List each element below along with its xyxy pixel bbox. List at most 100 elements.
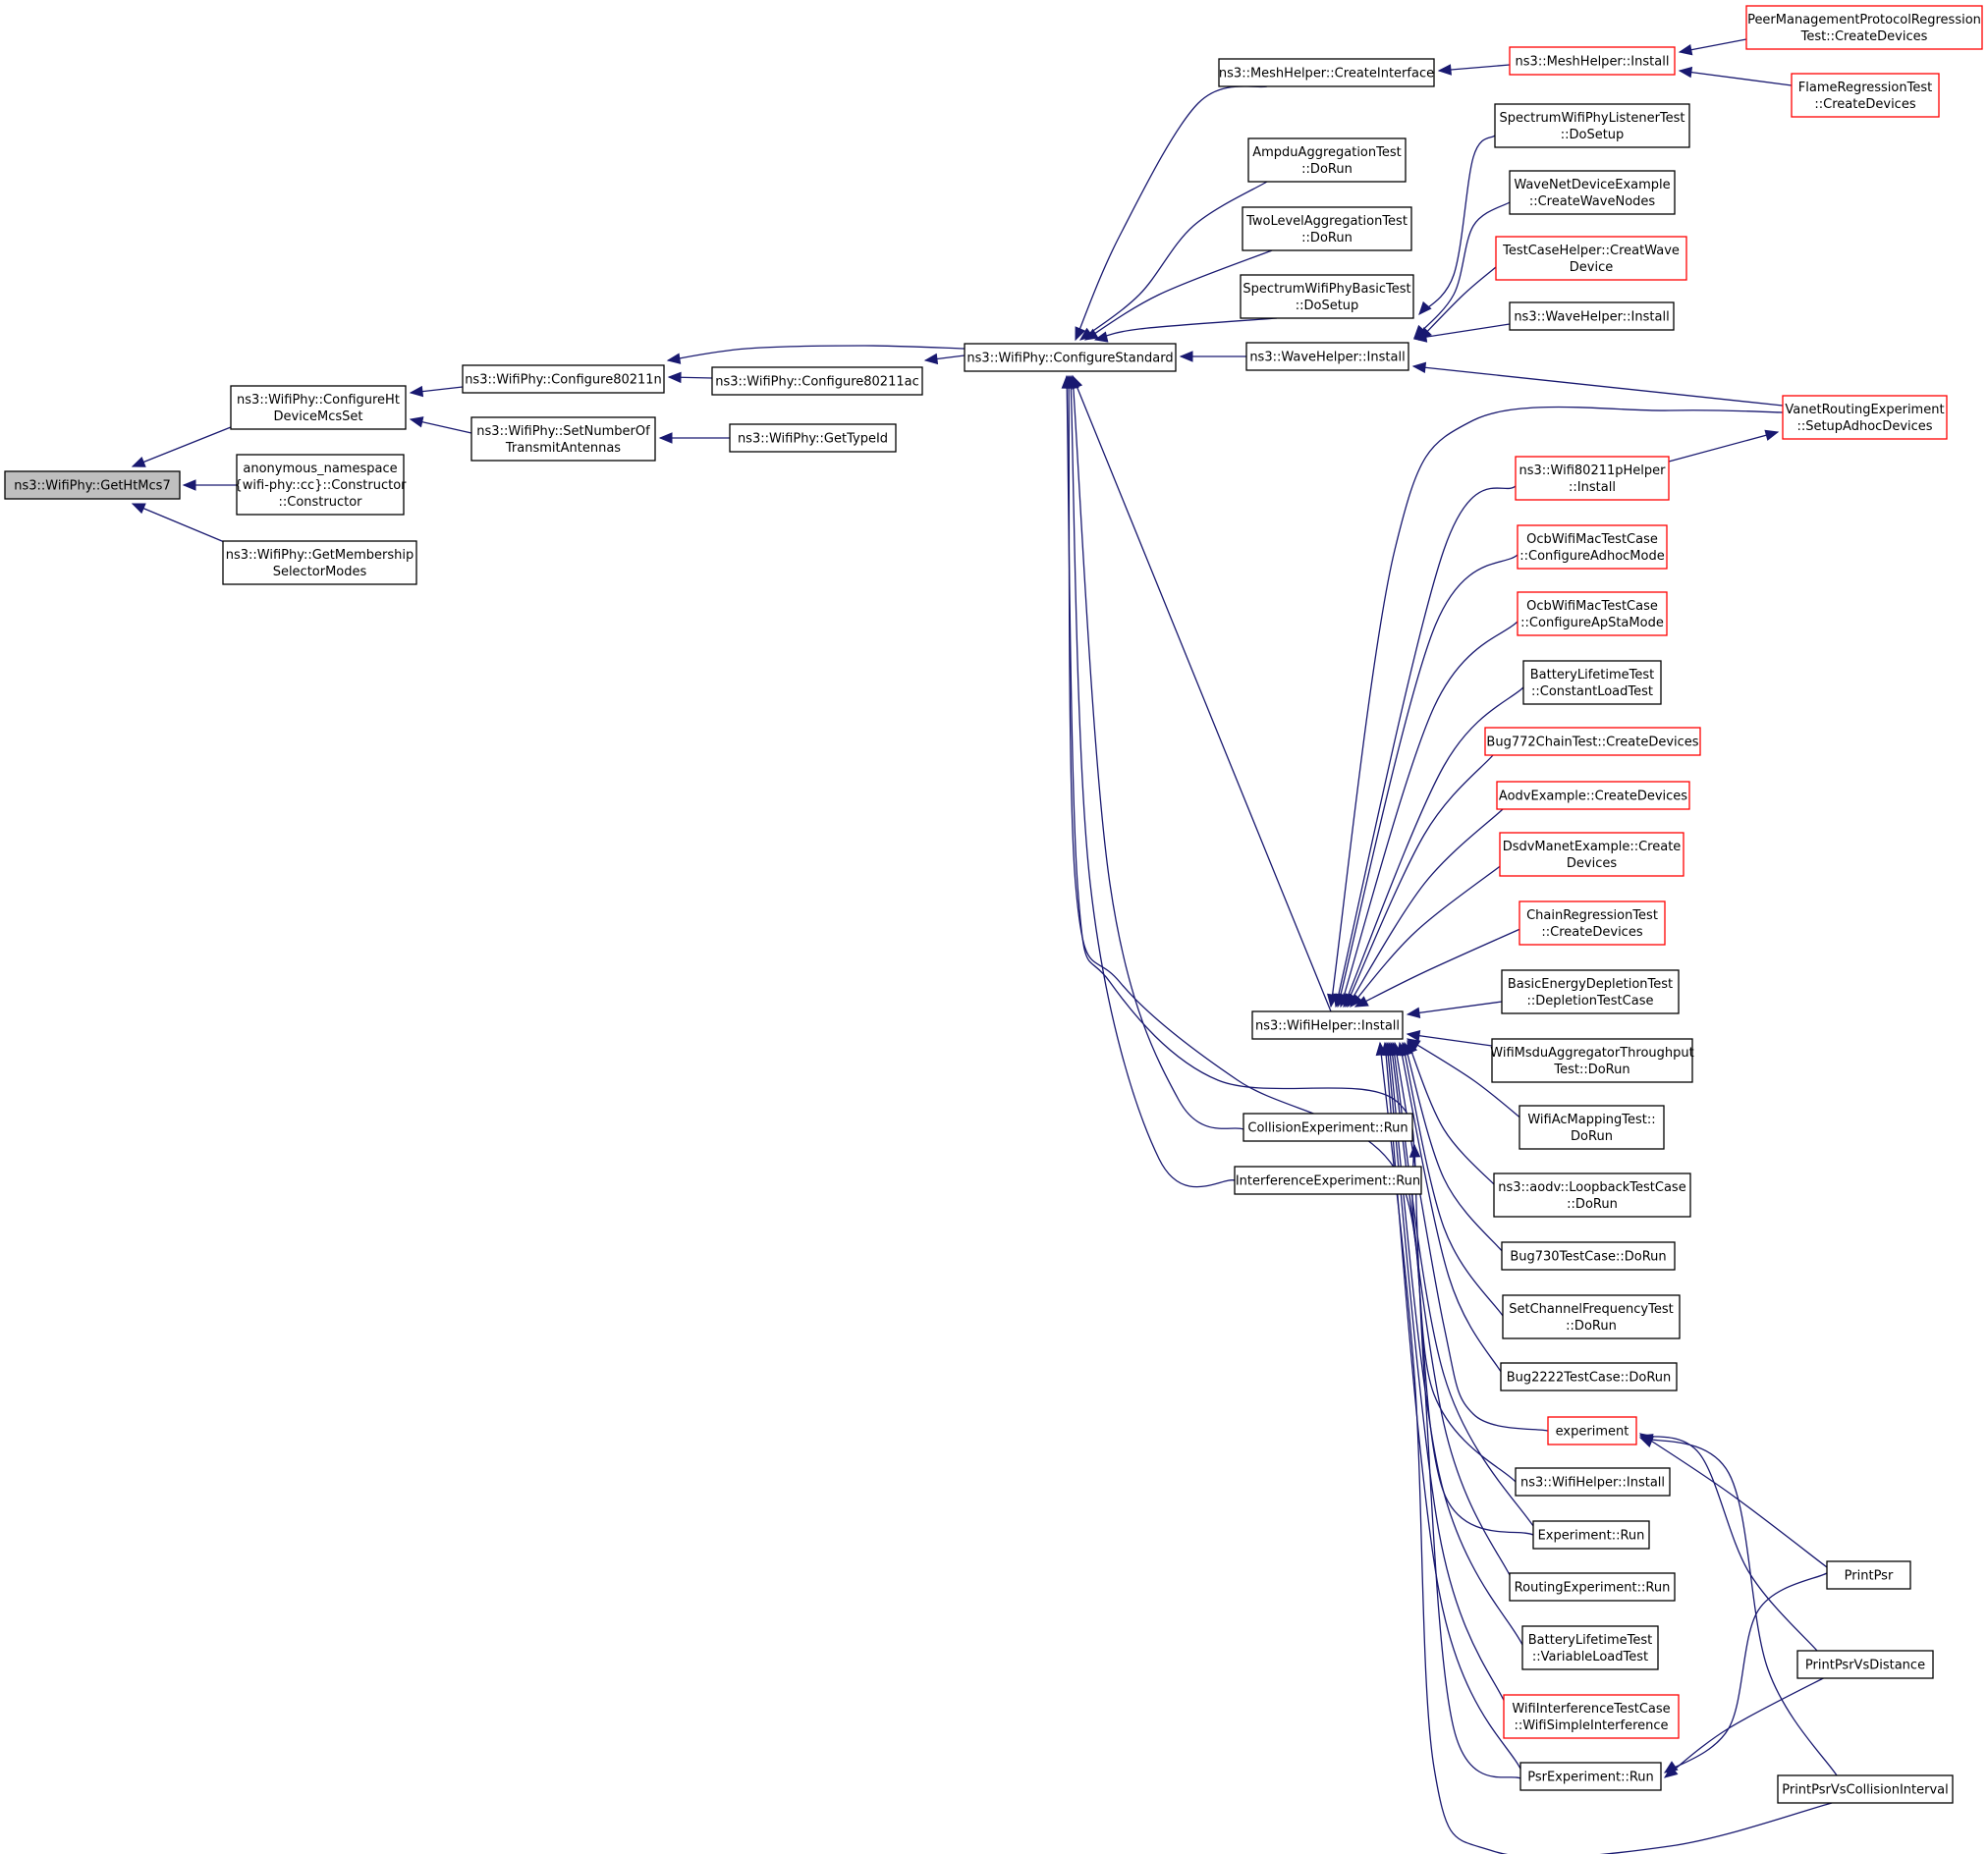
node-box bbox=[1745, 5, 1983, 50]
node-label: ns3::WifiPhy::GetMembership bbox=[226, 548, 414, 563]
node-vanet[interactable]: VanetRoutingExperiment::SetupAdhocDevice… bbox=[1782, 395, 1948, 440]
node-bug730[interactable]: Bug730TestCase::DoRun bbox=[1501, 1241, 1676, 1271]
edge-printpsrdist-to-psrexp bbox=[1663, 1670, 1838, 1778]
edge-arrowhead bbox=[667, 371, 682, 384]
node-wifiinterf[interactable]: WifiInterferenceTestCase::WifiSimpleInte… bbox=[1503, 1694, 1680, 1739]
node-specbasic[interactable]: SpectrumWifiPhyBasicTest::DoSetup bbox=[1240, 274, 1414, 319]
node-box bbox=[1247, 137, 1407, 183]
edge-arrowhead bbox=[1412, 331, 1428, 343]
node-batvar[interactable]: BatteryLifetimeTest::VariableLoadTest bbox=[1521, 1625, 1659, 1670]
edge-arrowhead bbox=[1678, 43, 1693, 56]
edge-line bbox=[1350, 863, 1504, 1008]
node-interference[interactable]: InterferenceExperiment::Run bbox=[1234, 1166, 1422, 1195]
node-box bbox=[1502, 1294, 1681, 1339]
edge-arrowhead bbox=[1083, 328, 1099, 341]
node-gethtmcs7[interactable]: ns3::WifiPhy::GetHtMcs7 bbox=[4, 470, 181, 500]
node-wifihelper[interactable]: ns3::WifiHelper::Install bbox=[1251, 1010, 1404, 1040]
node-experiment[interactable]: experiment bbox=[1547, 1416, 1637, 1445]
node-ocbadhoc[interactable]: OcbWifiMacTestCase::ConfigureAdhocMode bbox=[1517, 524, 1668, 570]
node-printpsr[interactable]: PrintPsr bbox=[1826, 1560, 1911, 1590]
node-label: ns3::WifiPhy::GetTypeId bbox=[738, 432, 888, 447]
edge-line bbox=[1345, 754, 1494, 1008]
node-box bbox=[1495, 236, 1687, 281]
edge-arrowhead bbox=[1764, 429, 1780, 441]
node-label: Bug730TestCase::DoRun bbox=[1510, 1250, 1666, 1265]
edge-collision-to-confstd bbox=[1068, 374, 1244, 1130]
node-box bbox=[1240, 274, 1414, 319]
node-label: DsdvManetExample::Create bbox=[1503, 840, 1682, 854]
node-flame[interactable]: FlameRegressionTest::CreateDevices bbox=[1791, 73, 1940, 118]
node-label: ::CreateWaveNodes bbox=[1529, 194, 1656, 209]
node-loopback[interactable]: ns3::aodv::LoopbackTestCase::DoRun bbox=[1493, 1172, 1691, 1218]
node-wifi80211p[interactable]: ns3::Wifi80211pHelper::Install bbox=[1515, 456, 1670, 501]
node-label: ::Install bbox=[1569, 480, 1616, 495]
node-setchannel[interactable]: SetChannelFrequencyTest::DoRun bbox=[1502, 1294, 1681, 1339]
node-confstd[interactable]: ns3::WifiPhy::ConfigureStandard bbox=[964, 343, 1177, 372]
edge-gettypeid-to-setnumtx bbox=[658, 432, 730, 444]
node-label: ns3::WifiPhy::Configure80211n bbox=[465, 373, 662, 388]
edge-line bbox=[1407, 1033, 1493, 1047]
edge-printpsrcoll-to-wifihelper bbox=[1375, 1041, 1833, 1854]
node-label: PsrExperiment::Run bbox=[1527, 1771, 1654, 1785]
node-routingexp[interactable]: RoutingExperiment::Run bbox=[1509, 1572, 1676, 1602]
node-wavenet[interactable]: WaveNetDeviceExample::CreateWaveNodes bbox=[1509, 170, 1676, 215]
node-batconst[interactable]: BatteryLifetimeTest::ConstantLoadTest bbox=[1522, 660, 1662, 705]
node-label: OcbWifiMacTestCase bbox=[1526, 532, 1658, 547]
node-label: SetChannelFrequencyTest bbox=[1509, 1302, 1673, 1317]
edge-anon-to-gethtmcs7 bbox=[182, 479, 237, 491]
node-label: ns3::WifiHelper::Install bbox=[1255, 1019, 1400, 1034]
node-wavehelper2[interactable]: ns3::WaveHelper::Install bbox=[1509, 301, 1675, 331]
edge-arrowhead bbox=[658, 432, 673, 444]
node-wifihelper2[interactable]: ns3::WifiHelper::Install bbox=[1515, 1467, 1671, 1497]
edge-line bbox=[1413, 201, 1511, 339]
node-label: PrintPsrVsCollisionInterval bbox=[1782, 1783, 1949, 1798]
node-box bbox=[1245, 342, 1409, 371]
node-aodvex[interactable]: AodvExample::CreateDevices bbox=[1496, 781, 1690, 810]
node-setnumtx[interactable]: ns3::WifiPhy::SetNumberOfTransmitAntenna… bbox=[470, 416, 656, 462]
node-ampdu[interactable]: AmpduAggregationTest::DoRun bbox=[1247, 137, 1407, 183]
node-twolevel[interactable]: TwoLevelAggregationTest::DoRun bbox=[1242, 206, 1412, 251]
edge-vanet-to-wavehelper bbox=[1411, 361, 1784, 407]
edge-wavehelper-to-confstd bbox=[1179, 351, 1246, 362]
edge-line bbox=[1072, 375, 1332, 1012]
node-box bbox=[1509, 301, 1675, 331]
node-psrexp[interactable]: PsrExperiment::Run bbox=[1519, 1762, 1662, 1791]
node-collision[interactable]: CollisionExperiment::Run bbox=[1242, 1113, 1413, 1142]
node-peermgmt[interactable]: PeerManagementProtocolRegressionTest::Cr… bbox=[1745, 5, 1983, 50]
node-meshcreateif[interactable]: ns3::MeshHelper::CreateInterface bbox=[1218, 58, 1435, 87]
node-meshinstall[interactable]: ns3::MeshHelper::Install bbox=[1509, 46, 1676, 76]
edge-conf80211n-to-configureht bbox=[409, 385, 464, 398]
node-label: PrintPsrVsDistance bbox=[1805, 1659, 1925, 1673]
node-printpsrdist[interactable]: PrintPsrVsDistance bbox=[1796, 1650, 1934, 1679]
node-label: ns3::WifiPhy::Configure80211ac bbox=[715, 375, 918, 390]
edge-arrowhead bbox=[1375, 1041, 1387, 1057]
node-chainreg[interactable]: ChainRegressionTest::CreateDevices bbox=[1519, 900, 1666, 946]
node-box bbox=[1519, 900, 1666, 946]
node-bug2222[interactable]: Bug2222TestCase::DoRun bbox=[1500, 1362, 1678, 1391]
node-conf80211n[interactable]: ns3::WifiPhy::Configure80211n bbox=[462, 364, 665, 394]
edge-confstd-to-conf80211n bbox=[666, 345, 966, 364]
node-exprun[interactable]: Experiment::Run bbox=[1532, 1520, 1650, 1550]
node-basicenergy[interactable]: BasicEnergyDepletionTest::DepletionTestC… bbox=[1501, 969, 1680, 1014]
node-printpsrcoll[interactable]: PrintPsrVsCollisionInterval bbox=[1777, 1774, 1954, 1804]
node-wavehelper[interactable]: ns3::WaveHelper::Install bbox=[1245, 342, 1409, 371]
node-box bbox=[1496, 781, 1690, 810]
node-ocbapsta[interactable]: OcbWifiMacTestCase::ConfigureApStaMode bbox=[1517, 591, 1668, 636]
node-label: ns3::WifiHelper::Install bbox=[1520, 1476, 1665, 1491]
node-acmapping[interactable]: WifiAcMappingTest::DoRun bbox=[1519, 1105, 1665, 1150]
node-dsdv[interactable]: DsdvManetExample::CreateDevices bbox=[1499, 832, 1684, 877]
edge-specbasic-to-confstd bbox=[1093, 317, 1278, 343]
node-speclistener[interactable]: SpectrumWifiPhyListenerTest::DoSetup bbox=[1494, 103, 1690, 148]
node-box bbox=[1494, 103, 1690, 148]
node-label: ChainRegressionTest bbox=[1526, 908, 1658, 923]
node-gettypeid[interactable]: ns3::WifiPhy::GetTypeId bbox=[729, 423, 897, 453]
node-anon[interactable]: anonymous_namespace{wifi-phy::cc}::Const… bbox=[235, 454, 408, 516]
edge-arrowhead bbox=[182, 479, 196, 491]
node-box bbox=[1519, 1762, 1662, 1791]
node-bug772[interactable]: Bug772ChainTest::CreateDevices bbox=[1484, 727, 1701, 756]
node-conf80211ac[interactable]: ns3::WifiPhy::Configure80211ac bbox=[711, 366, 923, 396]
